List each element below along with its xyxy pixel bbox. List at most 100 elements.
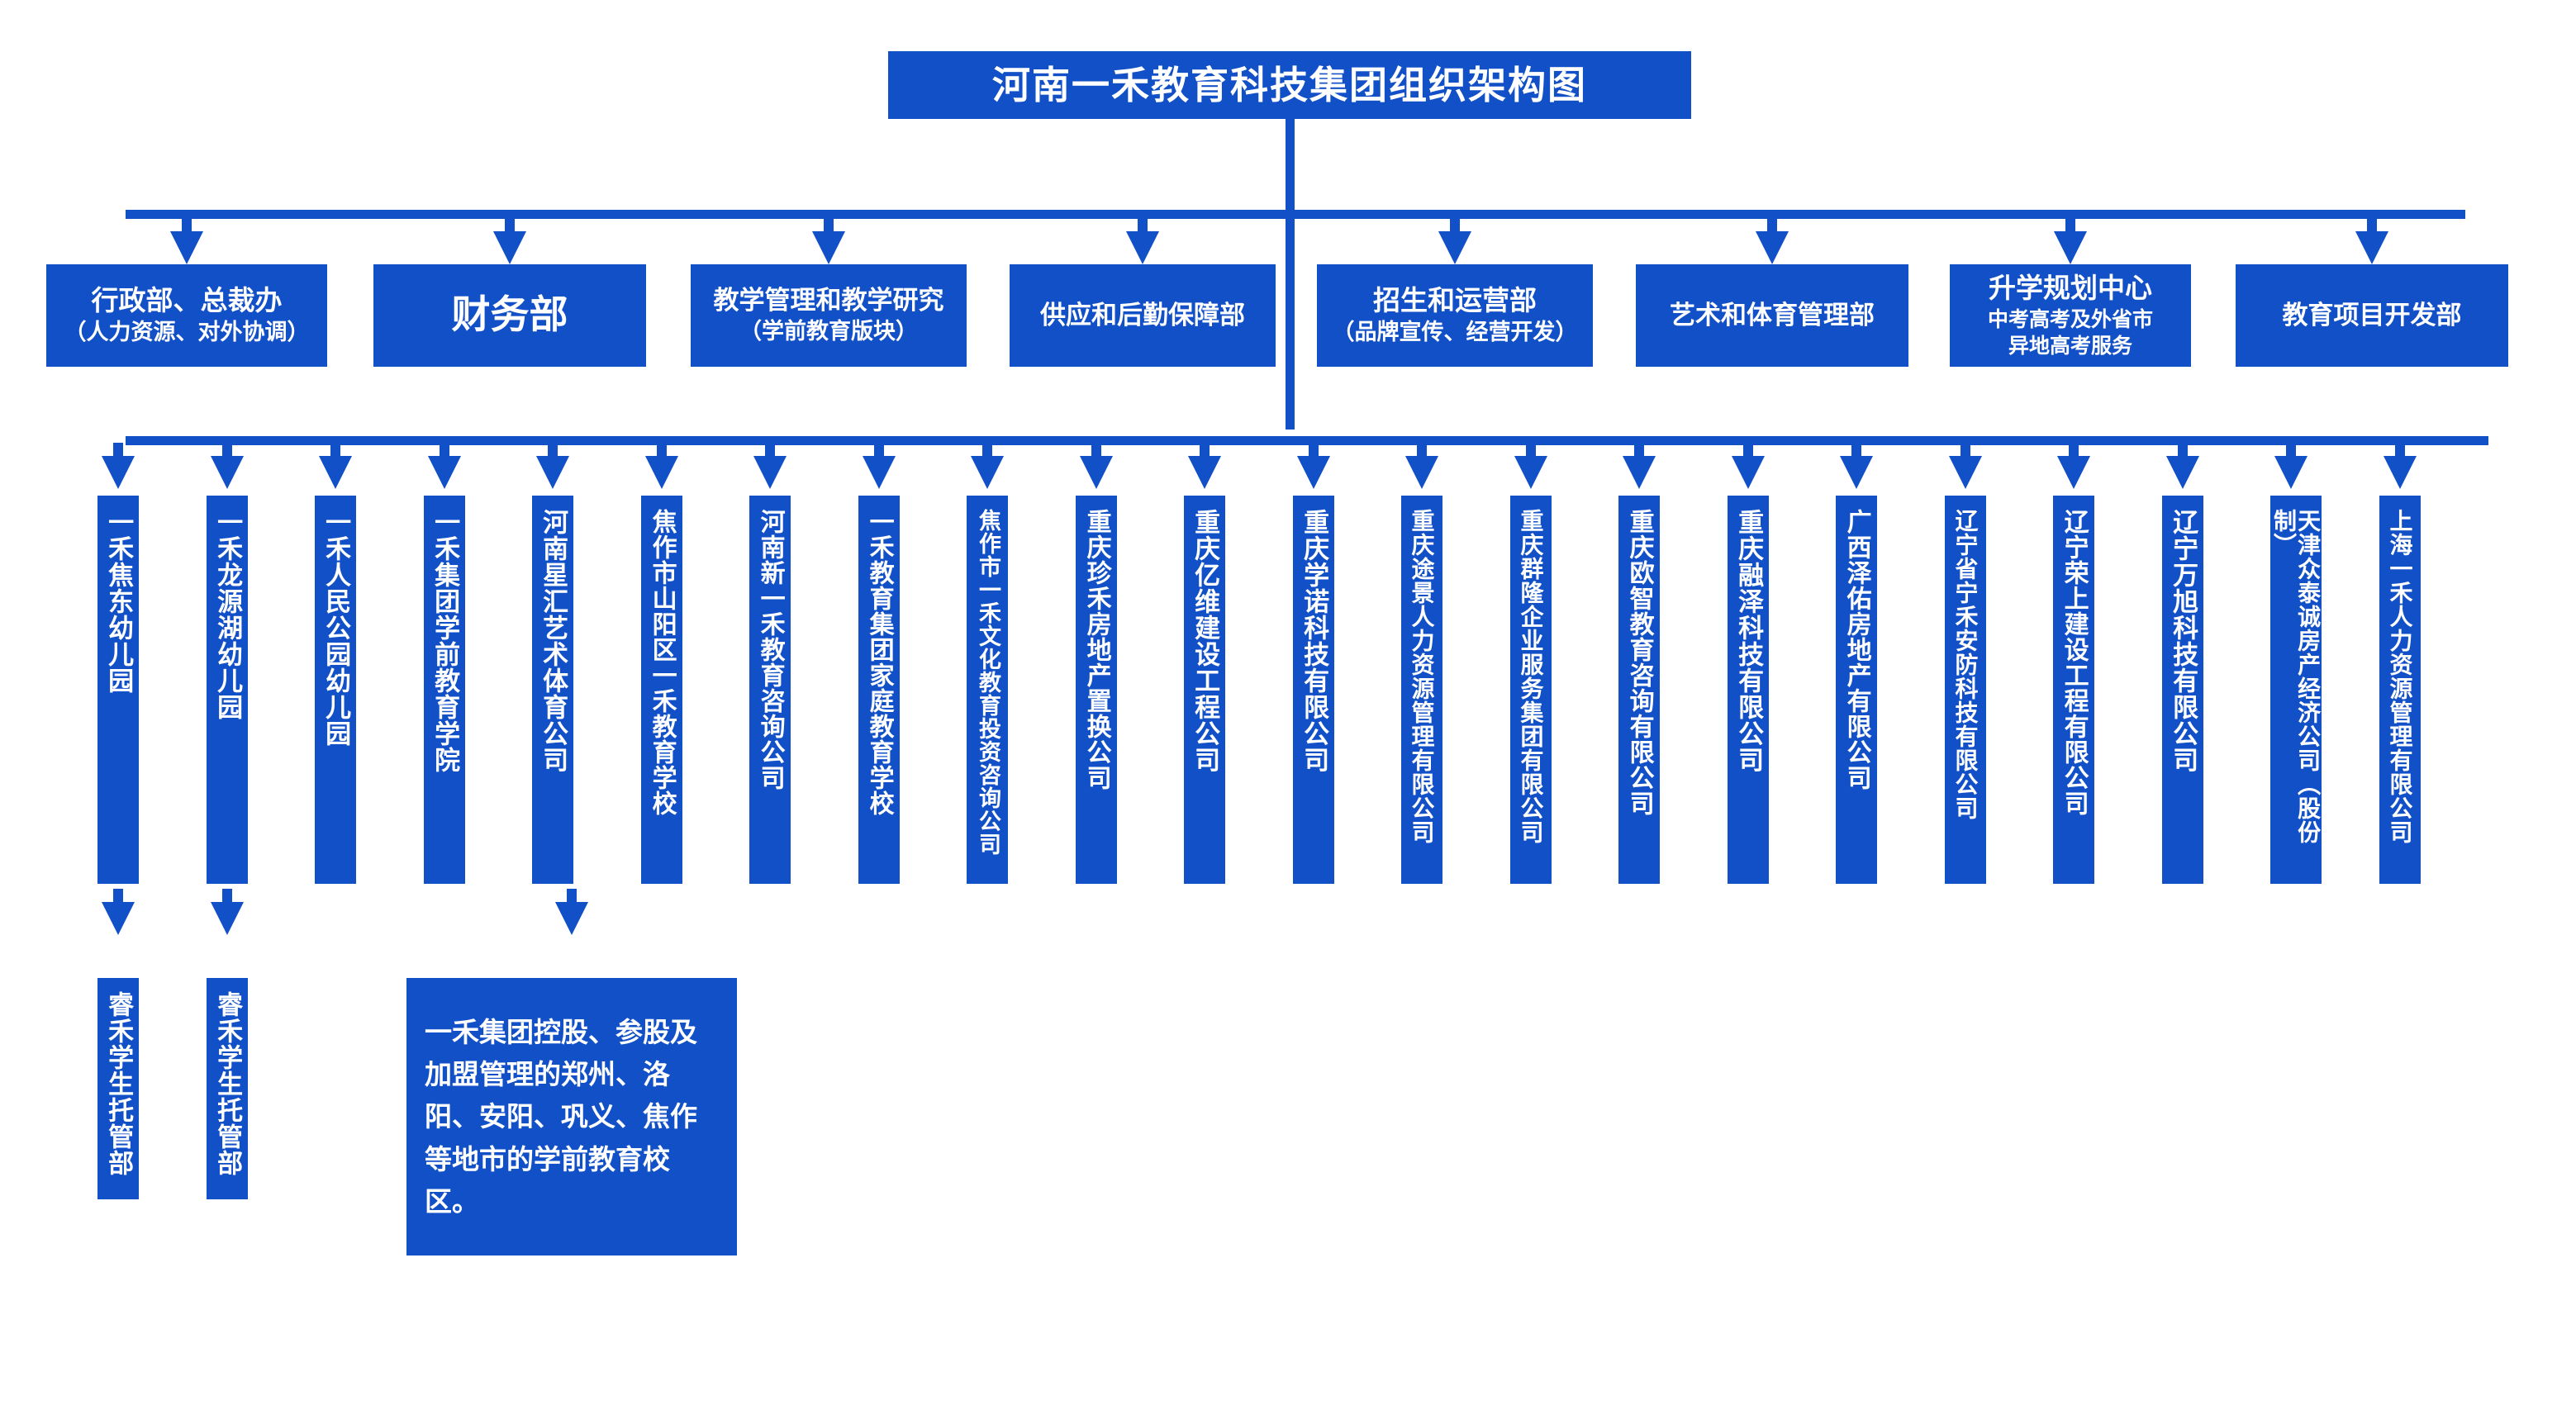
connector-arrow-dept-6 [2054,216,2087,264]
entity-box-19[interactable]: 辽宁万旭科技有限公司 [2162,496,2203,884]
dept-name-2: 教学管理和教学研究 [713,286,944,316]
arrow-head [102,456,135,489]
arrow-stem [330,443,340,456]
entity-box-15[interactable]: 重庆融泽科技有限公司 [1728,496,1769,884]
arrow-stem [2069,443,2079,456]
connector-arrow-entity-6 [753,443,787,489]
arrow-head [555,902,588,935]
connector-arrow-entity-11 [1297,443,1330,489]
arrow-head [493,231,526,264]
connector-arrow-dept-7 [2355,216,2388,264]
connector-arrow-entity-13 [1514,443,1547,489]
arrow-stem [1767,216,1777,231]
entity-box-20[interactable]: 天津众泰诚房产经济公司（股份制） [2270,496,2322,884]
dept-box-5[interactable]: 艺术和体育管理部 [1636,264,1908,367]
connector-arrow-entity-8 [971,443,1004,489]
connector-arrow-entity-10 [1188,443,1221,489]
entity-label-8: 焦作市一禾文化教育投资咨询公司 [975,509,1001,856]
entity-box-14[interactable]: 重庆欧智教育咨询有限公司 [1618,496,1660,884]
arrow-head [319,456,352,489]
entity-box-4[interactable]: 河南星汇艺术体育公司 [532,496,573,884]
arrow-head [2054,231,2087,264]
entity-box-0[interactable]: 一禾焦东幼儿园 [97,496,139,884]
arrow-stem [2065,216,2075,231]
sub-entity-box-1[interactable]: 睿禾学生托管部 [207,978,248,1199]
arrow-stem [1634,443,1644,456]
arrow-stem [113,889,123,902]
dept-box-3[interactable]: 供应和后勤保障部 [1010,264,1276,367]
arrow-stem [567,889,577,902]
entity-box-18[interactable]: 辽宁荣上建设工程有限公司 [2053,496,2094,884]
connector-arrow-entity-15 [1732,443,1765,489]
dept-name-5: 艺术和体育管理部 [1670,300,1875,330]
arrow-head [863,456,896,489]
entity-box-1[interactable]: 一禾龙源湖幼儿园 [207,496,248,884]
dept-box-7[interactable]: 教育项目开发部 [2236,264,2508,367]
connector-arrow-dept-3 [1126,216,1159,264]
arrow-head [1405,456,1438,489]
arrow-head [1297,456,1330,489]
connector-arrow-entity-7 [863,443,896,489]
arrow-head [211,456,244,489]
dept-sub-2-0: （学前教育版块） [739,318,918,344]
entity-box-13[interactable]: 重庆群隆企业服务集团有限公司 [1510,496,1552,884]
dept-name-4: 招生和运营部 [1373,284,1537,317]
entity-box-6[interactable]: 河南新一禾教育咨询公司 [749,496,791,884]
arrow-head [1756,231,1789,264]
entity-box-11[interactable]: 重庆学诺科技有限公司 [1293,496,1334,884]
arrow-head [1949,456,1982,489]
sub-entity-box-0[interactable]: 睿禾学生托管部 [97,978,139,1199]
entity-box-7[interactable]: 一禾教育集团家庭教育学校 [858,496,900,884]
arrow-head [428,456,461,489]
title-trunk-upper [1286,119,1295,216]
arrow-head [536,456,569,489]
entity-label-3: 一禾集团学前教育学院 [430,509,460,773]
arrow-head [1438,231,1471,264]
dept-box-0[interactable]: 行政部、总裁办（人力资源、对外协调） [46,264,327,367]
arrow-stem [1091,443,1101,456]
connector-arrow-entity-0 [102,443,135,489]
dept-box-6[interactable]: 升学规划中心中考高考及外省市异地高考服务 [1950,264,2191,367]
connector-arrow-sub-1 [211,889,244,935]
dept-box-1[interactable]: 财务部 [373,264,646,367]
connector-arrow-entity-3 [428,443,461,489]
level2-bus [126,436,2488,445]
dept-box-4[interactable]: 招生和运营部（品牌宣传、经营开发） [1317,264,1593,367]
entity-box-17[interactable]: 辽宁省宁禾安防科技有限公司 [1945,496,1986,884]
dept-box-2[interactable]: 教学管理和教学研究（学前教育版块） [691,264,967,367]
entity-box-5[interactable]: 焦作市山阳区一禾教育学校 [641,496,682,884]
entity-box-12[interactable]: 重庆途景人力资源管理有限公司 [1401,496,1442,884]
arrow-head [753,456,787,489]
arrow-head [1623,456,1656,489]
arrow-stem [1961,443,1970,456]
connector-arrow-note [555,889,588,935]
arrow-stem [2286,443,2296,456]
entity-box-8[interactable]: 焦作市一禾文化教育投资咨询公司 [967,496,1008,884]
entity-box-16[interactable]: 广西泽佑房地产有限公司 [1836,496,1877,884]
connector-arrow-entity-5 [645,443,678,489]
arrow-head [102,902,135,935]
connector-arrow-entity-17 [1949,443,1982,489]
arrow-stem [2178,443,2188,456]
entity-box-9[interactable]: 重庆珍禾房地产置换公司 [1076,496,1117,884]
entity-box-10[interactable]: 重庆亿维建设工程公司 [1184,496,1225,884]
entity-box-21[interactable]: 上海一禾人力资源管理有限公司 [2379,496,2421,884]
connector-arrow-entity-16 [1840,443,1873,489]
arrow-stem [2395,443,2405,456]
entity-box-2[interactable]: 一禾人民公园幼儿园 [315,496,356,884]
entity-label-16: 广西泽佑房地产有限公司 [1842,509,1871,790]
dept-name-0: 行政部、总裁办 [91,284,283,317]
entity-label-6: 河南新一禾教育咨询公司 [755,509,785,790]
arrow-head [1080,456,1113,489]
arrow-stem [440,443,449,456]
arrow-head [812,231,845,264]
entity-label-21: 上海一禾人力资源管理有限公司 [2386,509,2414,844]
entity-box-3[interactable]: 一禾集团学前教育学院 [424,496,465,884]
arrow-head [645,456,678,489]
connector-arrow-entity-14 [1623,443,1656,489]
arrow-head [2166,456,2199,489]
arrow-head [170,231,203,264]
arrow-stem [765,443,775,456]
dept-sub-6-0: 中考高考及外省市 [1987,306,2153,331]
connector-arrow-dept-0 [170,216,203,264]
